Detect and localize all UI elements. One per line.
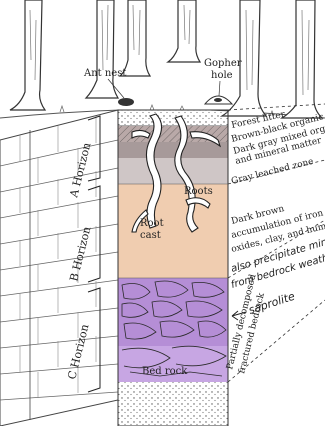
gopher-label-line2: hole bbox=[211, 70, 233, 81]
column-bottom bbox=[118, 382, 228, 426]
forest-litter-layer bbox=[118, 110, 228, 126]
gopher-label-line1: Gopher bbox=[204, 58, 242, 69]
forest-scene bbox=[0, 0, 325, 118]
roots-label: Roots bbox=[184, 186, 213, 197]
soil-column bbox=[118, 110, 228, 426]
tree-trunk bbox=[10, 0, 45, 110]
bed-rock-label: Bed rock bbox=[142, 366, 188, 377]
ant-nest-mound bbox=[118, 98, 134, 106]
ant-nest-label: Ant nest bbox=[83, 68, 126, 79]
root-cast-label-line1: Root bbox=[140, 218, 164, 229]
root-cast-label-line2: cast bbox=[140, 230, 161, 241]
dark-gray-layer bbox=[118, 142, 228, 158]
tree-trunk bbox=[120, 0, 150, 76]
right-annotations: Forest litter Brown-black organic matter… bbox=[225, 104, 325, 375]
gray-leached-layer bbox=[118, 158, 228, 184]
